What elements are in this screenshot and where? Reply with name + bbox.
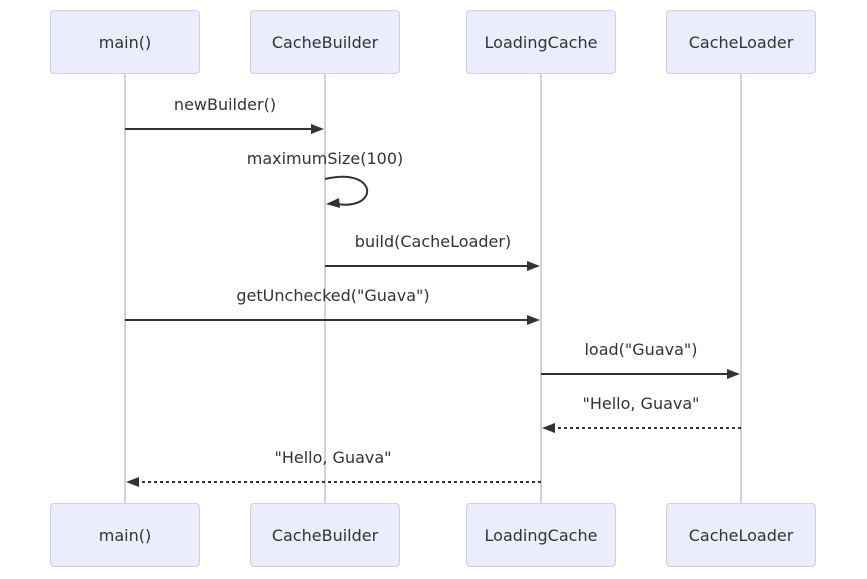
actor-box-top-main: main()	[50, 10, 200, 74]
actor-label: CacheBuilder	[271, 525, 379, 545]
arrowhead-maximumsize	[326, 198, 340, 208]
arrowhead-load	[727, 369, 740, 379]
actor-box-top-loadingcache: LoadingCache	[466, 10, 616, 74]
arrow-maximumsize-selfloop	[324, 175, 369, 206]
arrowhead-newbuilder	[311, 124, 324, 134]
actor-label: CacheBuilder	[271, 32, 379, 52]
actor-label: LoadingCache	[484, 32, 598, 52]
actor-box-bottom-cacheloader: CacheLoader	[666, 503, 816, 567]
actor-box-top-cacheloader: CacheLoader	[666, 10, 816, 74]
message-label-getunchecked: getUnchecked("Guava")	[236, 286, 430, 305]
message-label-newbuilder: newBuilder()	[173, 95, 277, 114]
message-label-maximumsize: maximumSize(100)	[246, 149, 404, 168]
message-label-build: build(CacheLoader)	[354, 232, 512, 251]
arrowhead-build	[527, 261, 540, 271]
message-label-return-hello-2: "Hello, Guava"	[274, 448, 392, 467]
actor-label: CacheLoader	[688, 32, 794, 52]
arrowhead-return-hello-1	[542, 423, 555, 433]
actor-label: LoadingCache	[484, 525, 598, 545]
actor-box-top-cachebuilder: CacheBuilder	[250, 10, 400, 74]
actor-box-bottom-cachebuilder: CacheBuilder	[250, 503, 400, 567]
actor-label: main()	[98, 525, 152, 545]
message-label-load: load("Guava")	[584, 340, 698, 359]
actor-label: main()	[98, 32, 152, 52]
actor-label: CacheLoader	[688, 525, 794, 545]
message-label-return-hello-1: "Hello, Guava"	[582, 394, 700, 413]
arrowhead-getunchecked	[527, 315, 540, 325]
actor-box-bottom-main: main()	[50, 503, 200, 567]
arrowhead-return-hello-2	[126, 477, 139, 487]
actor-box-bottom-loadingcache: LoadingCache	[466, 503, 616, 567]
